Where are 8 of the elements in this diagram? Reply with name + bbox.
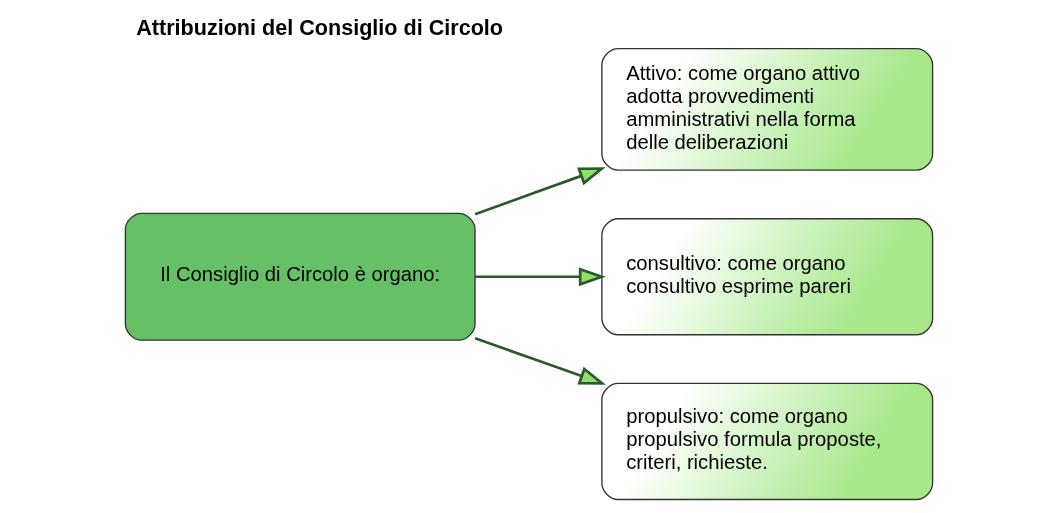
- node-box: consultivo: come organo consultivo esprime pareri: [600, 218, 933, 336]
- arrow: [474, 337, 606, 385]
- node-box: Il Consiglio di Circolo è organo:: [124, 212, 476, 341]
- arrow: [474, 167, 606, 216]
- arrow: [474, 267, 606, 287]
- node-box: propulsivo: come organo propulsivo formula proposte, criteri, richieste.: [600, 382, 933, 501]
- diagram-title: Attribuzioni del Consiglio di Circolo: [135, 14, 503, 40]
- node-box: Attivo: come organo attivo adotta provvedimenti amministrativi nella forma delle deliberazioni: [600, 47, 933, 171]
